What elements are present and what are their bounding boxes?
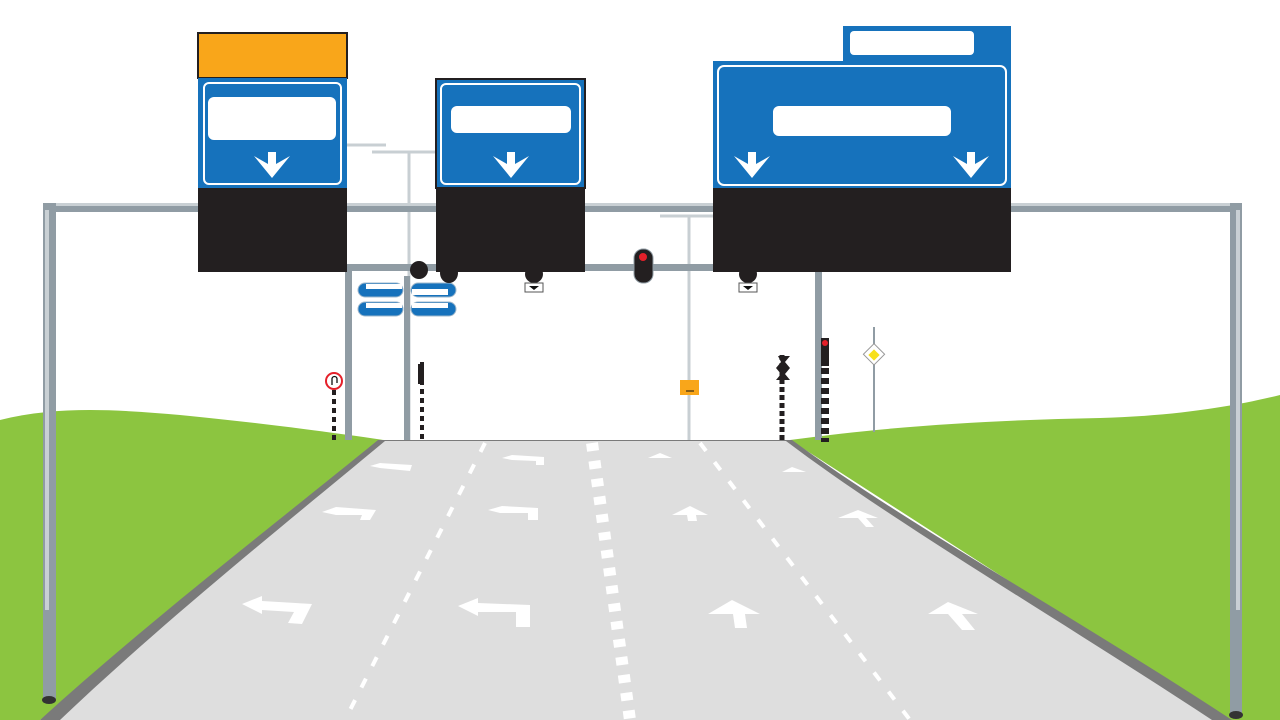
straight-arrow xyxy=(928,602,978,630)
straight-arrow xyxy=(782,467,806,472)
signal-head-round xyxy=(410,261,428,279)
orange-route-sign xyxy=(680,380,699,395)
signal-gantry-pole-left xyxy=(345,264,352,440)
left-turn-arrow xyxy=(488,506,538,520)
grass-left xyxy=(0,410,384,720)
down-arrow-icon xyxy=(254,152,290,178)
red-light xyxy=(639,253,647,261)
traffic-light-overhead xyxy=(633,248,654,284)
down-arrow-icon xyxy=(953,152,989,178)
straight-arrow xyxy=(672,506,708,521)
priority-road-sign xyxy=(862,327,886,432)
straight-arrow xyxy=(708,600,760,628)
signpost-pole xyxy=(404,276,410,440)
straight-arrow xyxy=(648,453,672,458)
overhead-sign-right xyxy=(713,26,1011,272)
down-arrow-icon xyxy=(734,152,770,178)
signal-gantry-pole-right xyxy=(815,264,822,440)
left-turn-arrow xyxy=(458,598,530,627)
overhead-sign-left xyxy=(197,32,348,272)
left-turn-arrow xyxy=(322,507,376,520)
lane-line-left xyxy=(343,442,487,720)
red-light xyxy=(822,340,828,346)
left-turn-arrow xyxy=(502,455,544,465)
gantry-pole-left xyxy=(43,203,56,700)
direction-signs xyxy=(357,282,457,317)
traffic-light-right xyxy=(776,355,790,440)
left-turn-arrow xyxy=(370,463,412,471)
down-arrow-icon xyxy=(493,152,529,178)
lane-line-right xyxy=(698,441,912,720)
grass-right xyxy=(790,395,1280,720)
straight-arrow xyxy=(838,510,878,527)
left-turn-arrow xyxy=(242,596,312,624)
traffic-light-left xyxy=(418,362,424,440)
overhead-sign-center xyxy=(435,78,586,272)
traffic-light-red-right xyxy=(821,338,829,442)
lane-arrows xyxy=(242,453,978,630)
no-u-turn-sign xyxy=(325,372,343,443)
gantry-beam xyxy=(43,203,1242,212)
